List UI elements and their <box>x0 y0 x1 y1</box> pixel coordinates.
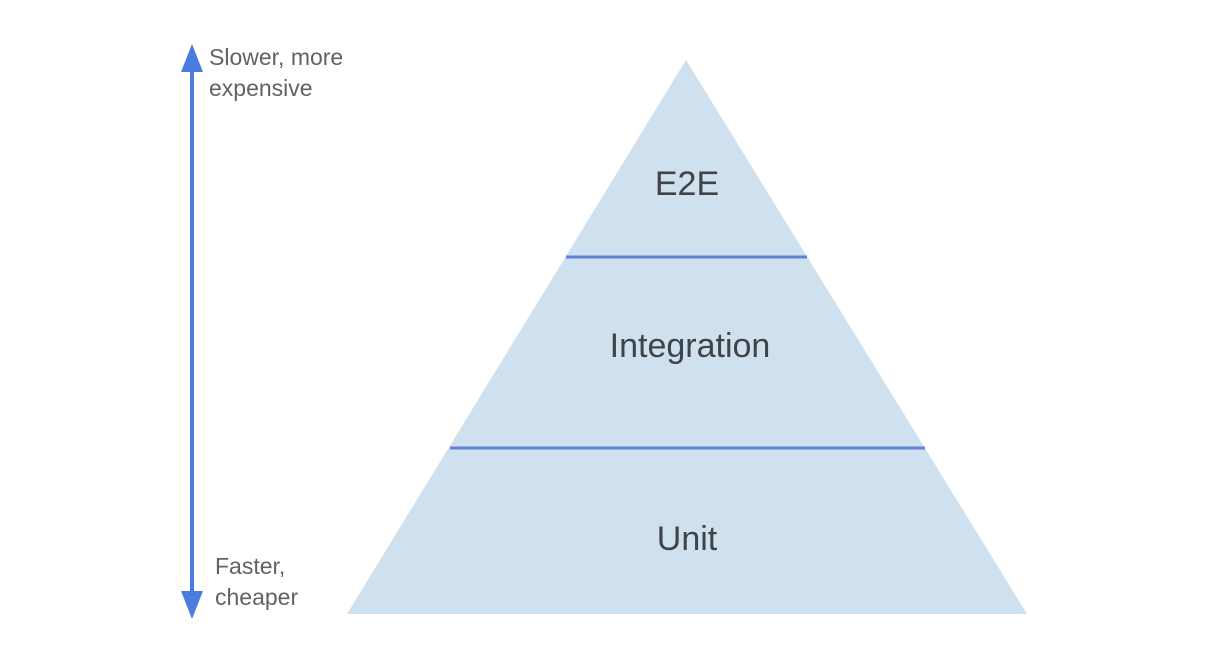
axis-label-top: Slower, more expensive <box>209 44 344 101</box>
pyramid-triangle <box>347 60 1027 614</box>
axis-arrowhead-up-icon <box>181 44 203 72</box>
level-label-integration: Integration <box>610 327 771 365</box>
axis-arrowhead-down-icon <box>181 591 203 619</box>
level-label-unit: Unit <box>657 520 718 558</box>
level-label-e2e: E2E <box>655 165 719 203</box>
axis-label-bottom: Faster, cheaper <box>215 553 299 610</box>
